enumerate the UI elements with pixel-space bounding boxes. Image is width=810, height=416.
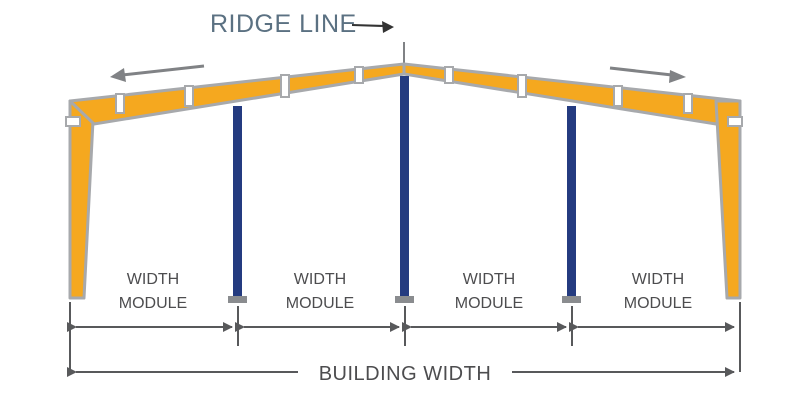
interior-columns [228,76,581,303]
ridge-line-label: RIDGE LINE [210,10,357,38]
module-label-3-line1: WIDTH [463,271,515,288]
splice-plates [65,66,743,127]
module-label-1-line1: WIDTH [127,271,179,288]
splice-plate [727,116,743,127]
module-label-2-line1: WIDTH [294,271,346,288]
module-label-4-line2: MODULE [624,295,692,312]
right-slope-arrow [609,66,686,83]
rigid-frame [65,62,743,300]
ridge-pointer-line [351,24,385,27]
module-label-3-line2: MODULE [455,295,523,312]
ridge-pointer-arrowhead [382,21,394,33]
module-label-2-line2: MODULE [286,295,354,312]
interior-column-2 [400,76,409,298]
building-width-label: BUILDING WIDTH [319,363,492,385]
splice-plate [280,74,290,98]
module-label-1-line2: MODULE [119,295,187,312]
splice-plate [683,93,693,114]
splice-plate [517,74,527,98]
left-slope-arrow [110,64,205,82]
splice-plate [65,116,81,127]
column-base-1 [228,296,247,303]
column-base-3 [562,296,581,303]
left-frame-column [68,99,96,300]
interior-column-1 [233,106,242,298]
interior-column-3 [567,106,576,298]
splice-plate [115,93,125,114]
splice-plate [613,85,623,107]
splice-plate [354,66,364,84]
module-label-4-line1: WIDTH [632,271,684,288]
splice-plate [444,66,454,84]
extension-lines [69,302,741,372]
module-labels: WIDTH MODULE WIDTH MODULE WIDTH MODULE W… [119,271,692,312]
splice-plate [184,85,194,107]
right-frame-column [714,99,742,300]
column-base-2 [395,296,414,303]
